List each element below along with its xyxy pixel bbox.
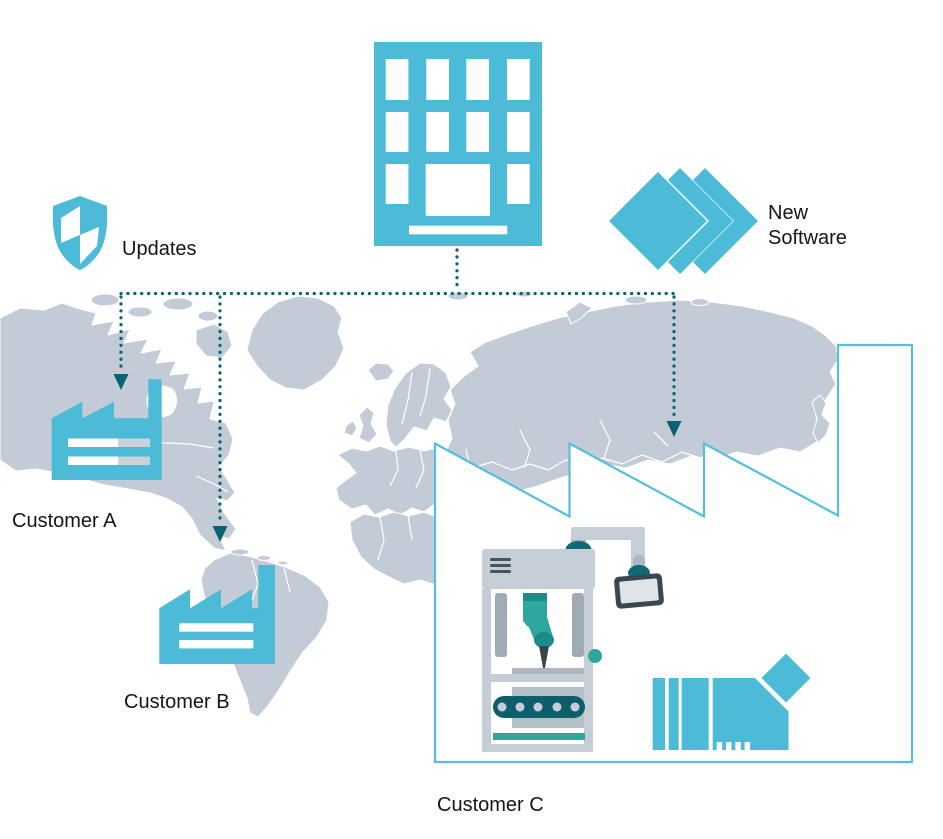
frame-left-rail (482, 589, 491, 752)
inner-column-right (572, 593, 584, 657)
factory-icon-customer-a (51, 379, 162, 480)
machine-head-vents (490, 558, 511, 573)
tool-needle (539, 646, 549, 673)
new-software-label-line1: New (768, 202, 809, 224)
inner-column-left (495, 593, 507, 657)
robot-arm (523, 593, 554, 673)
cnc-notches (716, 742, 751, 750)
arrow-customer-a-icon (113, 374, 129, 390)
new-software-chevrons-icon (609, 167, 759, 275)
pipe-horizontal (571, 527, 645, 540)
updates-label: Updates (122, 238, 197, 260)
work-shelf (512, 668, 584, 675)
side-knob (588, 649, 602, 663)
frame-middle-bar (491, 674, 584, 682)
arrow-customer-c-icon (666, 421, 682, 437)
robot-machine-icon (482, 527, 664, 752)
factory-a-stripes (68, 438, 150, 465)
frame-right-rail (584, 589, 593, 752)
shield-check-pattern (61, 206, 99, 264)
map-continents (0, 290, 839, 718)
customer-c-label: Customer C (437, 794, 544, 816)
conveyor-rollers (497, 702, 580, 712)
building-windows (385, 59, 530, 235)
customer-b-label: Customer B (124, 691, 230, 713)
factory-b-stripes (179, 623, 254, 649)
new-software-label-line2: Software (768, 227, 847, 249)
hq-building-icon (374, 42, 542, 246)
monitor-icon (614, 573, 664, 609)
shield-icon (52, 196, 108, 270)
factory-icon-customer-b (159, 565, 275, 664)
continent-greenland (246, 295, 345, 391)
new-software-label: New Software (768, 201, 847, 251)
building-step (409, 225, 508, 235)
base-strip (493, 733, 585, 740)
cnc-machine-icon (652, 653, 811, 750)
frame-bottom (482, 744, 593, 752)
building-door (425, 164, 490, 216)
arrow-customer-b-icon (212, 526, 228, 542)
customer-a-label: Customer A (12, 510, 117, 532)
